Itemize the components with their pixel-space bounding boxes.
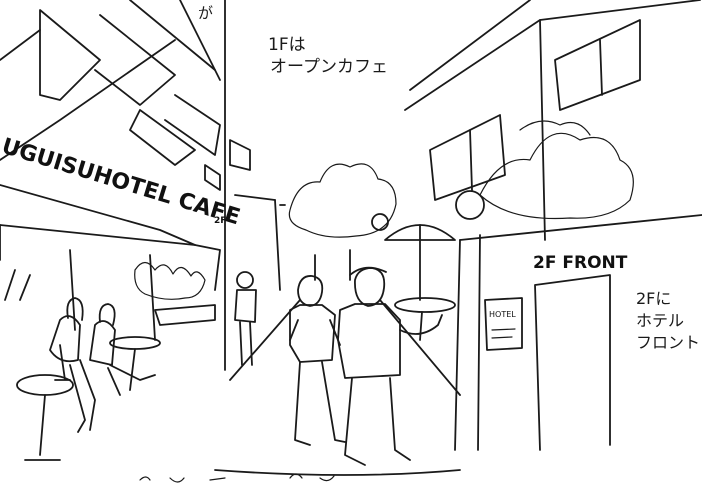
right-building [371,0,702,451]
annotation-first-floor-line1: 1Fは [268,35,306,55]
hotel-plaque-label: HOTEL [489,310,516,319]
cafe-planters [134,261,216,326]
alley-center [214,139,461,476]
parasols [384,224,456,341]
annotation-second-floor-line2: ホテル [636,311,685,330]
bottom-caption-fragment [139,473,335,483]
annotation-second-floor-line3: フロント [636,333,701,352]
distant-pedestrian [234,271,257,366]
annotation-top-fragment: が [198,4,214,22]
pedestrian-right [337,266,443,466]
front-door-sign: 2F FRONT [533,253,628,273]
floor-mark-label: 2F [214,216,227,226]
annotation-second-floor-line1: 2Fに [636,289,672,308]
left-building [0,0,226,371]
cafe-seating [16,297,161,461]
annotation-first-floor-line2: オープンカフェ [270,57,388,77]
